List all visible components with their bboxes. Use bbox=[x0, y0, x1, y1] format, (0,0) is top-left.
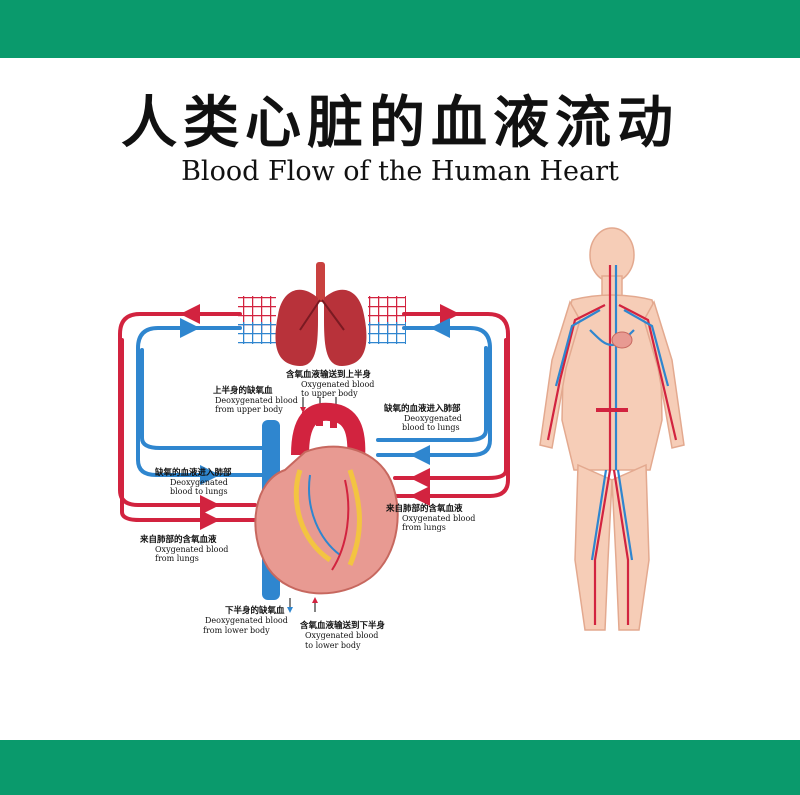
label-from-lower-en2: from lower body bbox=[203, 626, 270, 635]
label-to-upper-en2: to upper body bbox=[301, 389, 358, 398]
left-lung bbox=[275, 289, 318, 366]
label-to-lungs-right-en2: blood to lungs bbox=[402, 423, 460, 432]
label-to-lower-en2: to lower body bbox=[305, 641, 361, 650]
label-to-lungs-right-zh: 缺氧的血液进入肺部 bbox=[383, 403, 461, 414]
label-from-lungs-left-en2: from lungs bbox=[155, 554, 199, 563]
label-from-lungs-right-en2: from lungs bbox=[402, 523, 446, 532]
vessel-network bbox=[546, 265, 678, 625]
bottom-band bbox=[0, 740, 800, 795]
label-to-lower-en1: Oxygenated blood bbox=[305, 631, 378, 640]
label-to-lungs-left-zh: 缺氧的血液进入肺部 bbox=[154, 467, 232, 478]
label-from-lungs-left-en1: Oxygenated blood bbox=[155, 545, 228, 554]
label-from-lungs-right-zh: 来自肺部的含氧血液 bbox=[385, 503, 463, 514]
label-to-lungs-left-en1: Deoxygenated bbox=[170, 478, 228, 487]
left-oxygen-loop-inner bbox=[120, 338, 257, 522]
right-deoxy-loop-inner bbox=[376, 346, 488, 442]
label-from-lower-en1: Deoxygenated blood bbox=[205, 616, 288, 625]
label-from-upper-zh: 上半身的缺氧血 bbox=[213, 385, 273, 396]
right-oxygen-loop-inner bbox=[393, 338, 508, 480]
label-from-lungs-right-en1: Oxygenated blood bbox=[402, 514, 475, 523]
left-deoxy-loop-inner bbox=[140, 348, 264, 450]
lungs bbox=[275, 262, 367, 366]
body-heart bbox=[611, 331, 633, 349]
label-to-lungs-left-en2: blood to lungs bbox=[170, 487, 228, 496]
label-to-lungs-right-en1: Deoxygenated bbox=[404, 414, 462, 423]
top-band bbox=[0, 0, 800, 58]
trachea bbox=[316, 262, 325, 302]
right-lung bbox=[324, 289, 367, 366]
label-from-upper-en1: Deoxygenated blood bbox=[215, 396, 298, 405]
title-chinese: 人类心脏的血液流动 bbox=[121, 91, 679, 156]
heart bbox=[254, 402, 399, 600]
title-english: Blood Flow of the Human Heart bbox=[181, 156, 619, 187]
label-to-upper-en1: Oxygenated blood bbox=[301, 380, 374, 389]
human-body-figure bbox=[539, 227, 685, 631]
heart-body bbox=[254, 445, 399, 595]
label-from-lungs-left-zh: 来自肺部的含氧血液 bbox=[139, 534, 217, 545]
right-deoxy-loop-outer bbox=[376, 326, 492, 457]
left-deoxy-loop-outer bbox=[136, 326, 264, 477]
body-silhouette bbox=[539, 227, 685, 631]
lung-capillary-left-blue bbox=[238, 322, 276, 344]
lung-capillary-right-blue bbox=[368, 322, 406, 344]
label-to-lower-zh: 含氧血液输送到下半身 bbox=[299, 620, 386, 631]
label-from-upper-en2: from upper body bbox=[215, 405, 283, 414]
label-from-lower-zh: 下半身的缺氧血 bbox=[225, 605, 285, 616]
label-to-upper-zh: 含氧血液输送到上半身 bbox=[285, 369, 372, 380]
